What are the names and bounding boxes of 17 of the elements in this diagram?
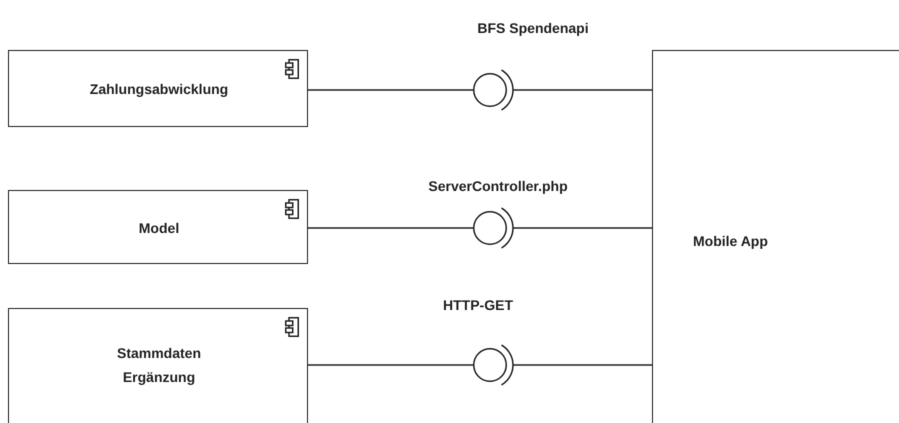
assembly-connector bbox=[500, 69, 652, 111]
assembly-connector bbox=[500, 344, 652, 386]
component-box bbox=[652, 50, 899, 423]
component-name: Model bbox=[138, 219, 180, 238]
assembly-connector bbox=[308, 364, 473, 366]
component-box bbox=[8, 308, 308, 423]
component-name: Mobile App bbox=[693, 232, 769, 251]
assembly-connector bbox=[308, 89, 473, 91]
component-name: Stammdaten Ergänzung bbox=[116, 344, 202, 387]
assembly-connector bbox=[500, 207, 652, 249]
assembly-connector bbox=[308, 227, 473, 229]
component-box bbox=[8, 50, 308, 127]
component-box bbox=[8, 190, 308, 264]
interface-name: BFS Spendenapi bbox=[477, 20, 589, 36]
interface-name: ServerController.php bbox=[428, 178, 568, 194]
interface-name: HTTP-GET bbox=[443, 297, 513, 313]
component-name: Zahlungsabwicklung bbox=[88, 80, 230, 99]
